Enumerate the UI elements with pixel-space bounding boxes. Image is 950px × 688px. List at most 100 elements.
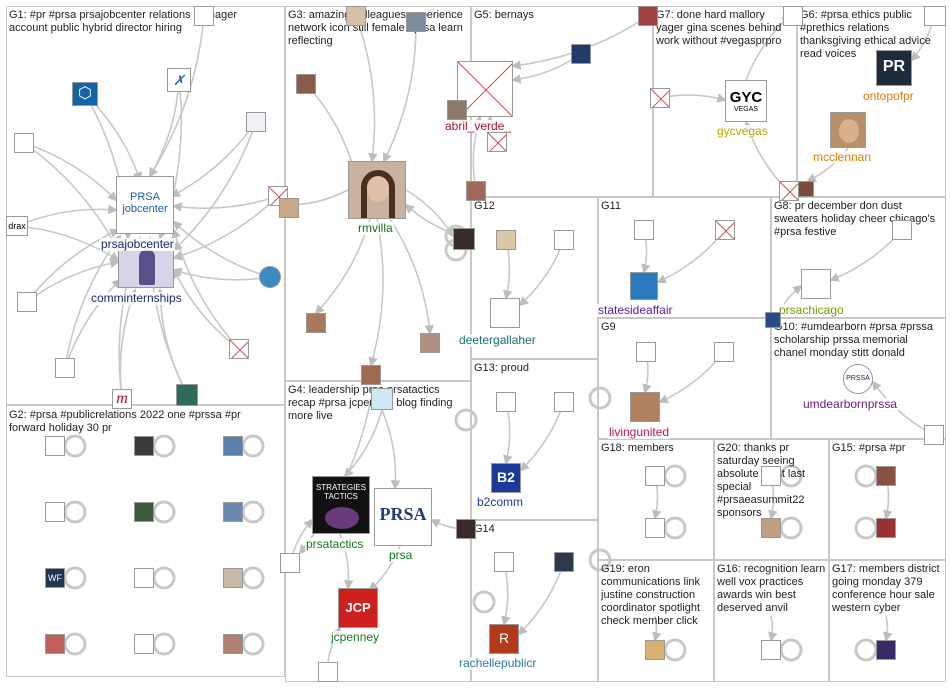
node-g16-small-1[interactable] xyxy=(761,640,781,660)
self-loop-4 xyxy=(152,500,176,524)
self-loop-7 xyxy=(152,566,176,590)
node-g4-chat-avatar[interactable] xyxy=(371,388,393,410)
node-g2-r4c3[interactable] xyxy=(223,634,243,654)
node-gycvegas-avatar[interactable]: GYC VEGAS xyxy=(725,80,767,122)
node-sx-avatar[interactable]: ✗ xyxy=(167,68,191,92)
node-g1-small-3[interactable] xyxy=(17,292,37,312)
label-prsa: prsa xyxy=(388,548,414,562)
group-box-g12 xyxy=(471,197,598,359)
node-g2-r1c2[interactable] xyxy=(134,436,154,456)
node-g2-r2c1[interactable] xyxy=(45,502,65,522)
node-prsachicago-avatar[interactable] xyxy=(801,269,831,299)
node-g2-r3c2[interactable] xyxy=(134,568,154,588)
node-g8-photo-1[interactable] xyxy=(765,312,781,328)
node-drax-avatar[interactable]: drax xyxy=(6,216,28,236)
node-g2-r3c1[interactable]: WF xyxy=(45,568,65,588)
node-ontopofpr-avatar[interactable]: PR xyxy=(876,50,912,86)
node-rmvilla-avatar[interactable] xyxy=(348,161,406,219)
node-g6-photo-1[interactable] xyxy=(798,181,814,197)
node-g3-photo-2[interactable] xyxy=(406,12,426,32)
node-g3-photo-3[interactable] xyxy=(296,74,316,94)
node-prsa-avatar[interactable]: PRSA xyxy=(374,488,432,546)
node-g1-badge[interactable] xyxy=(259,266,281,288)
self-loop-11 xyxy=(241,632,265,656)
node-statesideaffair-avatar[interactable] xyxy=(630,272,658,300)
node-g20-photo-1[interactable] xyxy=(761,518,781,538)
node-g3-photo-7[interactable] xyxy=(361,365,381,385)
node-g2-r3c3[interactable] xyxy=(223,568,243,588)
node-g18-small-1[interactable] xyxy=(645,466,665,486)
node-g2-r1c3[interactable] xyxy=(223,436,243,456)
missing-image-icon xyxy=(230,340,248,358)
node-g14-small-2[interactable] xyxy=(554,552,574,572)
node-g2-r2c3[interactable] xyxy=(223,502,243,522)
node-g4-small-2[interactable] xyxy=(318,662,338,682)
node-g19-photo-1[interactable] xyxy=(645,640,665,660)
node-g11-small-1[interactable] xyxy=(634,220,654,240)
node-g12-photo-1[interactable] xyxy=(496,230,516,250)
node-g14-small-1[interactable] xyxy=(494,552,514,572)
group-label-g16: G16: recognition learn well vox practice… xyxy=(717,563,826,614)
r-logo-text: R xyxy=(498,630,510,646)
node-g2-r2c2[interactable] xyxy=(134,502,154,522)
node-livingunited-avatar[interactable] xyxy=(630,392,660,422)
node-g13-small-1[interactable] xyxy=(496,392,516,412)
node-g7-photo-1[interactable] xyxy=(638,6,658,26)
node-g2-r4c1[interactable] xyxy=(45,634,65,654)
gyc-logo-text: GYC xyxy=(729,89,763,106)
node-g1-small-6[interactable] xyxy=(194,6,214,26)
group-box-g8 xyxy=(771,197,946,318)
node-g11-missing-1[interactable] xyxy=(715,220,735,240)
node-deetergallaher-avatar[interactable] xyxy=(490,298,520,328)
node-g5-small-1[interactable] xyxy=(571,44,591,64)
node-g5-missing-1[interactable] xyxy=(487,132,507,152)
label-mcclennan: mcclennan xyxy=(812,150,873,164)
node-g17-small-1[interactable] xyxy=(876,640,896,660)
node-g2-r1c1[interactable] xyxy=(45,436,65,456)
hair-shape xyxy=(361,170,395,218)
node-g1-small-1[interactable] xyxy=(246,112,266,132)
node-g10-small-1[interactable] xyxy=(924,425,944,445)
node-g5-photo-1[interactable] xyxy=(466,181,486,201)
node-g3-photo-4[interactable] xyxy=(453,228,475,250)
node-g1-small-5[interactable] xyxy=(176,384,198,406)
node-g7-missing-2[interactable] xyxy=(779,181,799,201)
node-g15-photo-1[interactable] xyxy=(876,466,896,486)
node-g9-small-2[interactable] xyxy=(714,342,734,362)
node-g2-r4c2[interactable] xyxy=(134,634,154,654)
node-g12-small-1[interactable] xyxy=(554,230,574,250)
node-mcclennan-avatar[interactable] xyxy=(830,112,866,148)
node-g18-small-2[interactable] xyxy=(645,518,665,538)
node-g13-small-2[interactable] xyxy=(554,392,574,412)
node-jcpenney-avatar[interactable]: JCP xyxy=(338,588,378,628)
self-loop-15 xyxy=(779,516,803,540)
node-hex-avatar[interactable]: ⬡ xyxy=(72,82,98,106)
node-g6-small-1[interactable] xyxy=(924,6,946,26)
node-g1-photo-1[interactable] xyxy=(279,198,299,218)
node-umdearbornprssa-avatar[interactable]: PRSSA xyxy=(843,364,873,394)
node-g7-small-1[interactable] xyxy=(783,6,803,26)
edge-3 xyxy=(23,142,118,202)
node-g20-small-1[interactable] xyxy=(761,466,781,486)
node-g7-missing-1[interactable] xyxy=(650,88,670,108)
node-b2comm-avatar[interactable]: B2 xyxy=(491,463,521,493)
node-prsatactics-avatar[interactable]: STRATEGIES TACTICS xyxy=(312,476,370,534)
node-g9-small-1[interactable] xyxy=(636,342,656,362)
missing-image-icon xyxy=(458,62,512,116)
node-g1-small-2[interactable] xyxy=(14,133,34,153)
node-g3-photo-5[interactable] xyxy=(306,313,326,333)
node-g4-photo-1[interactable] xyxy=(456,519,476,539)
node-g3-photo-6[interactable] xyxy=(420,333,440,353)
node-g15-photo-2[interactable] xyxy=(876,518,896,538)
node-prsajobcenter-avatar[interactable]: PRSA jobcenter xyxy=(116,176,174,234)
node-g3-photo-1[interactable] xyxy=(346,6,366,26)
node-g1-missing-2[interactable] xyxy=(229,339,249,359)
node-g5-photo-2[interactable] xyxy=(447,100,467,120)
node-g4-small-1[interactable] xyxy=(280,553,300,573)
missing-image-icon xyxy=(716,221,734,239)
m-logo-icon: m xyxy=(116,390,128,407)
node-g1-m-avatar[interactable]: m xyxy=(112,389,132,409)
node-g1-small-4[interactable] xyxy=(55,358,75,378)
node-rachellepublicr-avatar[interactable]: R xyxy=(489,624,519,654)
node-g8-small-1[interactable] xyxy=(892,220,912,240)
